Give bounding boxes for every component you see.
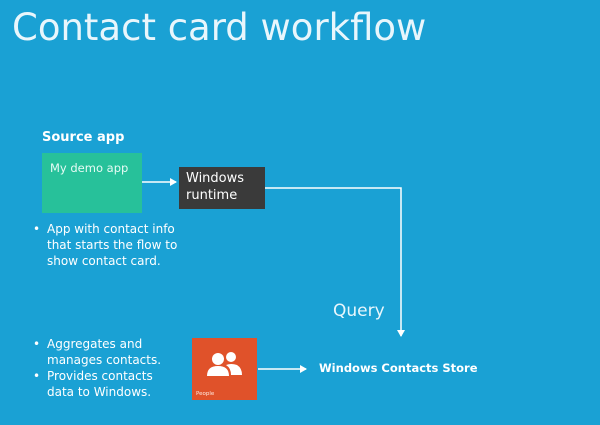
windows-runtime-box: Windows runtime: [179, 167, 265, 209]
runtime-line-2: runtime: [186, 188, 238, 203]
source-app-label: Source app: [42, 130, 125, 145]
people-bullet-line: Provides contacts: [30, 368, 161, 384]
people-app-tile: People: [192, 338, 257, 400]
people-icon: [207, 352, 242, 376]
source-app-description: App with contact info that starts the fl…: [30, 221, 177, 269]
people-bullet-line: manages contacts.: [47, 353, 162, 367]
source-bullet-line: show contact card.: [47, 254, 161, 268]
slide-title: Contact card workflow: [12, 6, 427, 49]
demo-app-tile: My demo app: [42, 153, 142, 213]
people-tile-label: People: [196, 391, 215, 397]
query-label: Query: [333, 301, 385, 321]
people-app-description: Aggregates and manages contacts. Provide…: [30, 336, 161, 400]
demo-app-tile-text: My demo app: [50, 161, 129, 175]
people-bullet-line: Aggregates and: [30, 336, 161, 352]
people-bullet-line: data to Windows.: [47, 385, 152, 399]
source-bullet-line: App with contact info: [30, 221, 177, 237]
windows-contacts-store-label: Windows Contacts Store: [319, 361, 478, 375]
source-bullet-line: that starts the flow to: [47, 238, 178, 252]
runtime-line-1: Windows: [186, 171, 245, 186]
